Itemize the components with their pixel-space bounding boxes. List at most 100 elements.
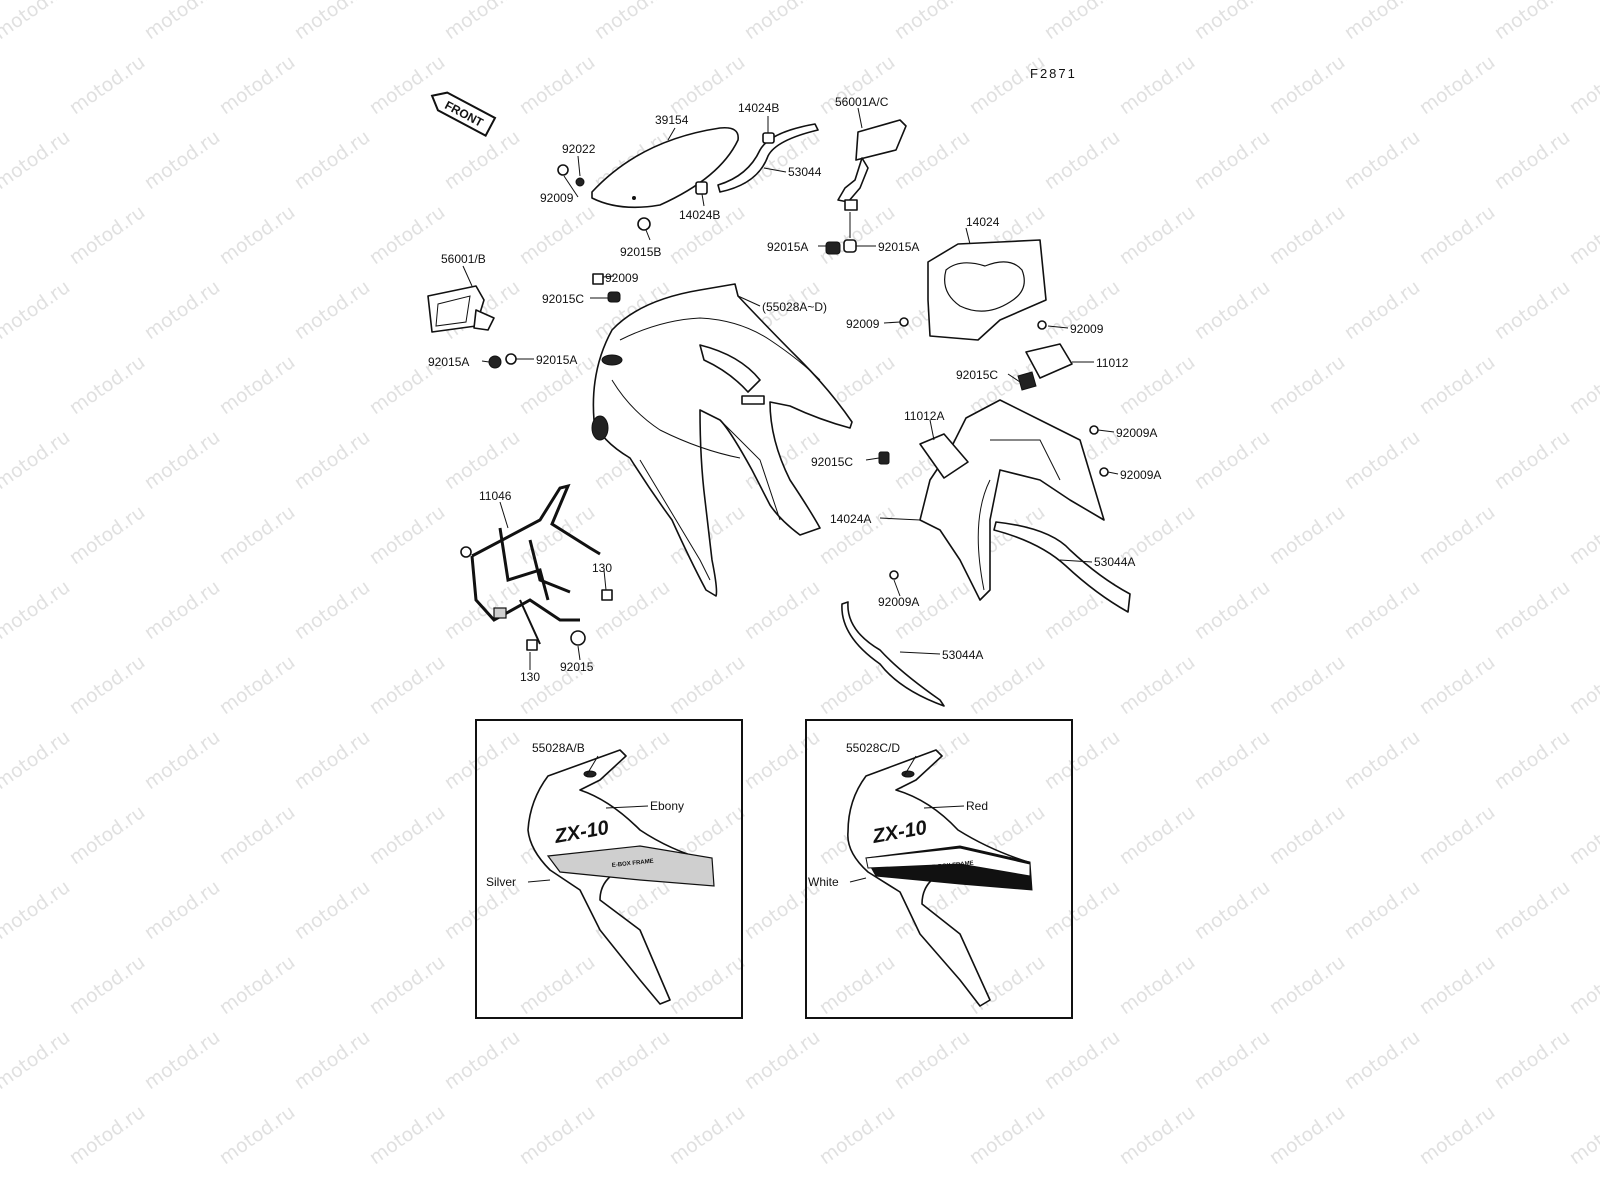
watermark-text: motod.ru	[365, 201, 449, 269]
watermark-text: motod.ru	[1340, 726, 1424, 794]
label-130-a: 130	[592, 561, 612, 575]
watermark-text: motod.ru	[1340, 276, 1424, 344]
watermark-text: motod.ru	[215, 1101, 299, 1169]
watermark-text: motod.ru	[0, 1026, 74, 1094]
watermark-text: motod.ru	[665, 1101, 749, 1169]
watermark-text: motod.ru	[590, 0, 674, 44]
watermark-text: motod.ru	[1490, 1026, 1574, 1094]
watermark-text: motod.ru	[815, 951, 899, 1019]
watermark-text: motod.ru	[1490, 426, 1574, 494]
watermark-text: motod.ru	[365, 651, 449, 719]
watermark-text: motod.ru	[1415, 201, 1499, 269]
label-53044A-2: 53044A	[942, 648, 983, 662]
label-11046: 11046	[479, 489, 512, 503]
watermark-text: motod.ru	[740, 726, 824, 794]
watermark-text: motod.ru	[65, 801, 149, 869]
watermark-text: motod.ru	[965, 51, 1049, 119]
label-130-b: 130	[520, 670, 540, 684]
watermark-text: motod.ru	[890, 576, 974, 644]
mirror-left	[427, 285, 495, 333]
mirror-right	[837, 119, 907, 211]
label-92015: 92015	[560, 660, 594, 674]
label-92009-c: 92009	[846, 317, 880, 331]
watermark-text: motod.ru	[215, 351, 299, 419]
watermark-text: motod.ru	[1565, 351, 1600, 419]
watermark-text: motod.ru	[215, 51, 299, 119]
watermark-text: motod.ru	[515, 951, 599, 1019]
label-92009-b: 92009	[605, 271, 639, 285]
screw-92009A-2	[1099, 467, 1109, 477]
label-53044A-1: 53044A	[1094, 555, 1135, 569]
watermark-text: motod.ru	[365, 801, 449, 869]
label-55028A-D: (55028A~D)	[762, 300, 827, 314]
watermark-text: motod.ru	[1565, 51, 1600, 119]
nut-92015-bracket	[570, 630, 586, 646]
windscreen	[591, 126, 739, 209]
screw-92009-panel	[899, 317, 909, 327]
watermark-text: motod.ru	[1115, 651, 1199, 719]
watermark-text: motod.ru	[1340, 1026, 1424, 1094]
watermark-text: motod.ru	[1265, 1101, 1349, 1169]
label-92009A-1: 92009A	[1116, 426, 1157, 440]
watermark-text: motod.ru	[65, 951, 149, 1019]
watermark-text: motod.ru	[440, 0, 524, 44]
watermark-text: motod.ru	[0, 876, 74, 944]
watermark-text: motod.ru	[815, 201, 899, 269]
watermark-text: motod.ru	[1190, 876, 1274, 944]
watermark-text: motod.ru	[515, 1101, 599, 1169]
watermark-text: motod.ru	[1265, 501, 1349, 569]
watermark-text: motod.ru	[1190, 126, 1274, 194]
label-11012A: 11012A	[904, 409, 944, 423]
watermark-text: motod.ru	[140, 726, 224, 794]
variant-left-color-main: Ebony	[650, 799, 684, 813]
watermark-text: motod.ru	[440, 726, 524, 794]
screw-92009	[557, 164, 569, 176]
fairing-bracket	[460, 483, 601, 645]
watermark-text: motod.ru	[365, 1101, 449, 1169]
label-92015C-b: 92015C	[956, 368, 998, 382]
watermark-text: motod.ru	[1115, 801, 1199, 869]
bolt-130-a	[601, 589, 613, 601]
watermark-text: motod.ru	[515, 201, 599, 269]
watermark-text: motod.ru	[1490, 876, 1574, 944]
leader-lines	[462, 107, 1119, 670]
watermark-text: motod.ru	[140, 1026, 224, 1094]
label-92009A-2: 92009A	[1120, 468, 1161, 482]
nut-92015A-1	[825, 241, 841, 255]
watermark-text: motod.ru	[65, 201, 149, 269]
label-92015C-a: 92015C	[542, 292, 584, 306]
nut-92015B	[637, 217, 651, 231]
watermark-text: motod.ru	[1490, 576, 1574, 644]
watermark-text: motod.ru	[65, 51, 149, 119]
watermark-text: motod.ru	[1490, 126, 1574, 194]
label-92009-a: 92009	[540, 191, 574, 205]
watermark-text: motod.ru	[890, 0, 974, 44]
watermark-text: motod.ru	[215, 501, 299, 569]
watermark-text: motod.ru	[1340, 876, 1424, 944]
watermark-text: motod.ru	[65, 651, 149, 719]
windscreen-trim	[717, 123, 819, 193]
watermark-text: motod.ru	[1565, 651, 1600, 719]
watermark-text: motod.ru	[1190, 576, 1274, 644]
watermark-text: motod.ru	[1415, 501, 1499, 569]
lower-inner-panel	[919, 399, 1105, 601]
watermark-text: motod.ru	[1565, 501, 1600, 569]
watermark-text: motod.ru	[1565, 201, 1600, 269]
watermark-text: motod.ru	[0, 0, 74, 44]
washer-92022	[575, 177, 585, 187]
label-92009A-3: 92009A	[878, 595, 919, 609]
watermark-text: motod.ru	[65, 351, 149, 419]
label-92022: 92022	[562, 142, 596, 156]
watermark-text: motod.ru	[140, 876, 224, 944]
watermark-text: motod.ru	[140, 426, 224, 494]
grommet-14024B-top	[762, 132, 775, 144]
watermark-text: motod.ru	[215, 201, 299, 269]
watermark-text: motod.ru	[1565, 951, 1600, 1019]
part-labels: 39154 14024B 56001A/C 92022 92009 53044 …	[428, 95, 1161, 684]
watermark-text: motod.ru	[215, 651, 299, 719]
watermark-text: motod.ru	[440, 126, 524, 194]
watermark-text: motod.ru	[590, 1026, 674, 1094]
label-92009-d: 92009	[1070, 322, 1104, 336]
watermark-text: motod.ru	[290, 876, 374, 944]
